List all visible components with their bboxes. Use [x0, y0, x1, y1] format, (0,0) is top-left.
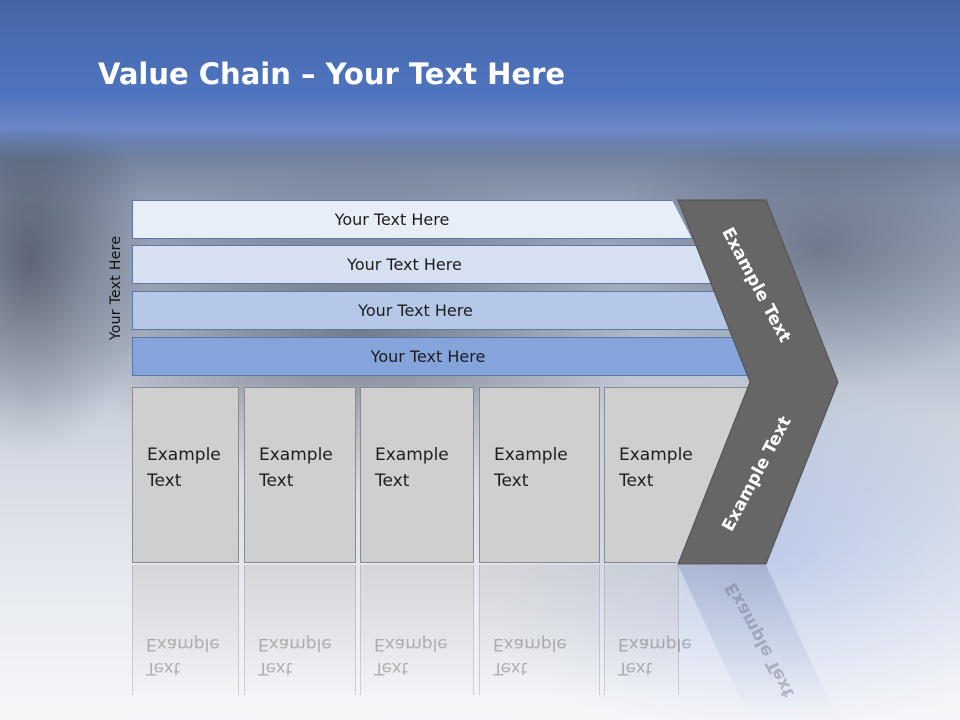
activity-line-2: Text [147, 471, 182, 491]
activity-line-1: Example [147, 445, 221, 465]
column-reflection [360, 565, 474, 695]
primary-activity-3: Example Text [360, 387, 474, 563]
activity-line-2: Text [619, 471, 654, 491]
column-reflection [244, 565, 356, 695]
header-band [0, 0, 960, 160]
activity-line-1: Example [259, 445, 333, 465]
band-label: Your Text Here [358, 301, 473, 320]
column-reflection [604, 565, 679, 695]
band-label: Your Text Here [370, 347, 486, 366]
column-reflection [479, 565, 600, 695]
band-label: Your Text Here [347, 255, 462, 274]
band-label: Your Text Here [334, 210, 450, 229]
activity-line-2: Text [259, 471, 294, 491]
activity-line-1: Example [375, 445, 449, 465]
slide-title: Value Chain – Your Text Here [98, 54, 565, 94]
chevron-reflection [678, 565, 838, 720]
title-bold: Value Chain [98, 57, 291, 91]
chevron-shape [677, 199, 839, 565]
activity-line-1: Example [619, 445, 693, 465]
support-band-3: Your Text Here [132, 291, 739, 330]
support-band-1: Your Text Here [132, 200, 692, 239]
support-band-2: Your Text Here [132, 245, 717, 284]
column-reflection [132, 565, 239, 695]
activity-line-2: Text [494, 471, 529, 491]
primary-activity-4: Example Text [479, 387, 600, 563]
title-rest: – Your Text Here [290, 57, 566, 91]
activity-line-1: Example [494, 445, 568, 465]
support-band-4: Your Text Here [132, 337, 764, 376]
primary-activity-1: Example Text [132, 387, 239, 563]
primary-activity-2: Example Text [244, 387, 356, 563]
activity-line-2: Text [375, 471, 410, 491]
